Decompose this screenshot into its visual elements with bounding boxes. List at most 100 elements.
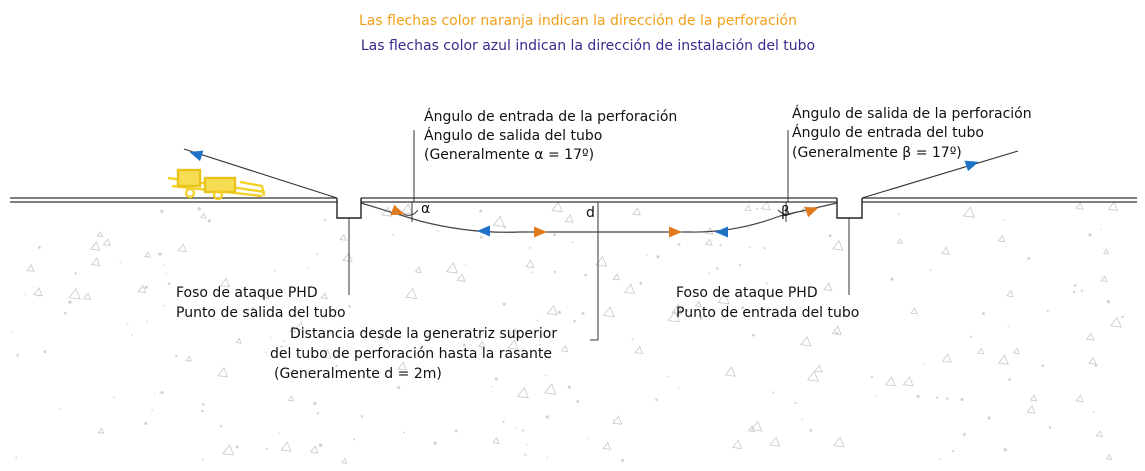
soil-speck: [747, 226, 750, 229]
soil-speck: [564, 214, 574, 223]
soil-speck: [68, 300, 72, 304]
soil-speck: [1048, 426, 1052, 429]
soil-speck: [353, 438, 356, 441]
soil-speck: [378, 330, 389, 340]
soil-speck: [929, 269, 932, 271]
drill-machine-icon: [167, 168, 266, 201]
soil-speck: [668, 375, 670, 378]
soil-speck: [144, 285, 148, 289]
soil-speck: [200, 212, 207, 219]
soil-speck: [307, 267, 309, 270]
soil-speck: [335, 364, 338, 368]
soil-speck: [586, 438, 588, 440]
soil-speck: [492, 215, 505, 227]
soil-speck: [794, 401, 797, 405]
soil-speck: [752, 333, 755, 337]
soil-speck: [724, 366, 736, 377]
leader-lines: [348, 130, 850, 295]
soil-speck: [544, 383, 557, 395]
soil-speck: [897, 213, 900, 216]
soil-speck: [401, 203, 413, 215]
soil-speck: [167, 282, 171, 286]
soil-speck: [207, 219, 212, 223]
soil-speck: [316, 253, 319, 255]
soil-speck: [219, 425, 223, 428]
soil-speck: [671, 303, 683, 315]
beta-symbol: β: [781, 204, 790, 220]
soil-speck: [102, 238, 112, 247]
soil-speck: [521, 429, 525, 432]
soil-speck: [405, 287, 418, 300]
soil-speck: [479, 209, 483, 213]
soil-speck: [623, 283, 636, 294]
soil-speck: [83, 292, 92, 301]
soil-speck: [15, 456, 18, 459]
soil-speck: [677, 243, 681, 246]
soil-texture: [11, 200, 1124, 464]
soil-speck: [235, 337, 242, 344]
soil-speck: [910, 307, 918, 315]
soil-speck: [982, 312, 986, 316]
soil-speck: [217, 367, 229, 378]
soil-speck: [772, 391, 775, 394]
soil-speck: [126, 322, 129, 325]
soil-speck: [941, 246, 950, 255]
soil-speck: [315, 452, 318, 454]
soil-speck: [694, 300, 702, 308]
soil-speck: [525, 259, 535, 269]
soil-speck: [765, 282, 768, 285]
soil-speck: [265, 447, 268, 450]
soil-speck: [526, 444, 528, 446]
soil-speck: [397, 385, 401, 389]
soil-speck: [902, 376, 914, 387]
soil-speck: [875, 395, 878, 397]
soil-speck: [160, 209, 164, 213]
soil-speck: [1075, 202, 1084, 210]
soil-speck: [741, 306, 745, 310]
soil-speck: [923, 363, 925, 366]
soil-speck: [524, 453, 527, 456]
soil-speck: [832, 239, 844, 251]
soil-speck: [273, 269, 276, 272]
soil-speck: [720, 308, 723, 310]
soil-speck: [553, 270, 557, 274]
entry-angle-line1: Ángulo de entrada de la perforación: [424, 108, 677, 125]
soil-speck: [1110, 316, 1122, 328]
soil-speck: [502, 420, 505, 423]
soil-speck: [890, 277, 894, 281]
soil-speck: [571, 241, 574, 243]
soil-speck: [719, 244, 722, 247]
soil-speck: [201, 458, 204, 461]
soil-speck: [639, 281, 643, 285]
soil-speck: [814, 364, 823, 373]
soil-speck: [870, 375, 874, 379]
soil-speck: [43, 350, 47, 354]
soil-speck: [348, 305, 352, 308]
soil-speck: [1100, 275, 1108, 283]
soil-speck: [970, 335, 973, 338]
soil-speck: [769, 436, 781, 447]
soil-speck: [1080, 289, 1083, 293]
soil-speck: [1046, 309, 1049, 312]
soil-speck: [24, 294, 26, 296]
soil-speck: [97, 427, 105, 434]
soil-speck: [278, 432, 281, 435]
soil-speck: [397, 361, 407, 371]
drill-rod-left: [183, 148, 338, 199]
soil-speck: [686, 309, 689, 312]
soil-speck: [457, 276, 459, 278]
soil-speck: [560, 345, 569, 353]
soil-speck: [1073, 284, 1077, 287]
right-pit: [836, 198, 863, 219]
soil-speck: [515, 427, 517, 429]
soil-speck: [631, 338, 634, 341]
soil-speck: [531, 271, 534, 273]
soil-speck: [74, 272, 77, 275]
soil-speck: [584, 273, 588, 277]
soil-speck: [987, 416, 991, 420]
soil-speck: [59, 408, 62, 410]
soil-speck: [1093, 410, 1095, 413]
soil-speck: [715, 267, 719, 270]
soil-speck: [219, 277, 230, 288]
soil-speck: [763, 247, 766, 250]
